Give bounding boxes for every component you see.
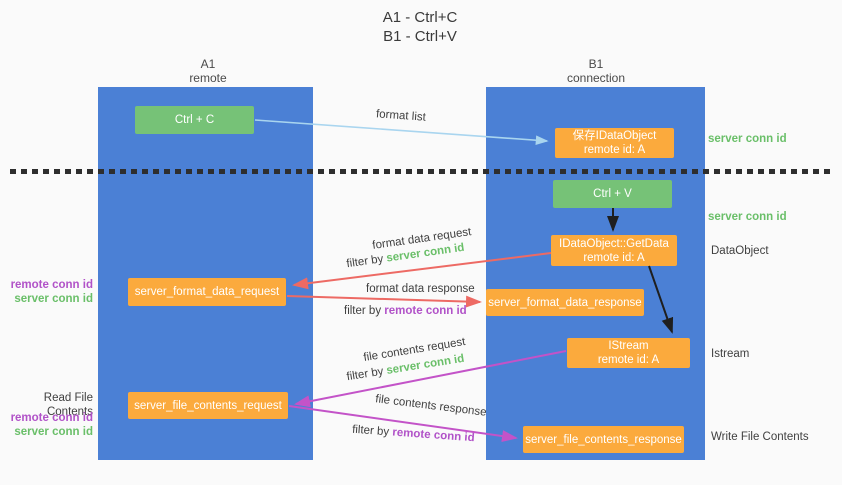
remote-conn-id-label-2: remote conn id — [10, 412, 93, 424]
server-conn-id-label-top: server conn id — [708, 133, 787, 145]
format-request-conn-ids: remote conn id server conn id — [0, 278, 93, 306]
diagram-title: A1 - Ctrl+C B1 - Ctrl+V — [300, 8, 540, 46]
filter-by-remote-conn-id-label-1: filter by remote conn id — [344, 305, 467, 317]
node-ctrl-c-label: Ctrl + C — [174, 114, 215, 126]
remote-conn-id-text: remote conn id — [384, 305, 467, 317]
node-server-format-data-request-label: server_format_data_request — [134, 286, 280, 298]
node-istream-line1: IStream — [608, 340, 649, 352]
node-ctrl-v-label: Ctrl + V — [593, 188, 632, 200]
column-b1-subtitle: connection — [566, 71, 626, 85]
filter-by-text: filter by — [345, 365, 385, 384]
server-conn-id-label-2: server conn id — [14, 426, 93, 438]
read-file-contents-label: Read File Contents — [43, 392, 93, 418]
column-b1-name: B1 — [588, 57, 604, 71]
server-conn-id-label-1: server conn id — [14, 293, 93, 305]
filter-by-remote-conn-id-label-2: filter by remote conn id — [352, 424, 475, 445]
remote-conn-id-label-1: remote conn id — [10, 279, 93, 291]
filter-by-text: filter by — [351, 423, 390, 439]
node-ctrl-c: Ctrl + C — [135, 106, 254, 134]
format-list-label: format list — [375, 108, 427, 124]
file-request-conn-ids: remote conn id server conn id — [0, 411, 93, 439]
node-server-format-data-response-label: server_format_data_response — [488, 296, 642, 309]
format-data-response-label: format data response — [366, 283, 475, 295]
node-server-file-contents-response: server_file_contents_response — [523, 426, 684, 453]
node-server-format-data-response: server_format_data_response — [486, 289, 644, 316]
node-save-idataobject: 保存IDataObject remote id: A — [555, 128, 674, 158]
phase-separator-dotted-line — [10, 169, 834, 174]
column-header-b1: B1 connection — [536, 57, 656, 85]
column-a1-name: A1 — [200, 57, 216, 71]
remote-conn-id-text: remote conn id — [391, 426, 475, 445]
dataobject-label: DataObject — [711, 245, 769, 257]
istream-side-label: Istream — [711, 348, 750, 360]
node-save-idataobject-line2: remote id: A — [583, 144, 646, 156]
node-server-format-data-request: server_format_data_request — [128, 278, 286, 306]
write-file-contents-label: Write File Contents — [711, 431, 809, 443]
node-server-file-contents-request-label: server_file_contents_request — [134, 399, 282, 412]
node-istream: IStream remote id: A — [567, 338, 690, 368]
server-conn-id-label-mid: server conn id — [708, 211, 787, 223]
node-server-file-contents-response-label: server_file_contents_response — [525, 433, 682, 446]
filter-by-text: filter by — [344, 305, 382, 317]
file-contents-response-label: file contents response — [374, 393, 488, 419]
diagram-title-line1: A1 - Ctrl+C — [382, 9, 458, 26]
node-ctrl-v: Ctrl + V — [553, 180, 672, 208]
arrow-format-data-response — [286, 295, 482, 308]
node-idataobject-getdata-line1: IDataObject::GetData — [559, 237, 669, 250]
diagram-title-line2: B1 - Ctrl+V — [383, 28, 457, 45]
node-istream-line2: remote id: A — [597, 354, 660, 366]
node-save-idataobject-line1: 保存IDataObject — [572, 130, 657, 142]
column-a1-subtitle: remote — [189, 71, 227, 85]
column-header-a1: A1 remote — [148, 57, 268, 85]
node-idataobject-getdata-line2: remote id: A — [583, 251, 645, 264]
filter-by-text: filter by — [345, 253, 385, 271]
node-idataobject-getdata: IDataObject::GetData remote id: A — [551, 235, 677, 266]
node-server-file-contents-request: server_file_contents_request — [128, 392, 288, 419]
